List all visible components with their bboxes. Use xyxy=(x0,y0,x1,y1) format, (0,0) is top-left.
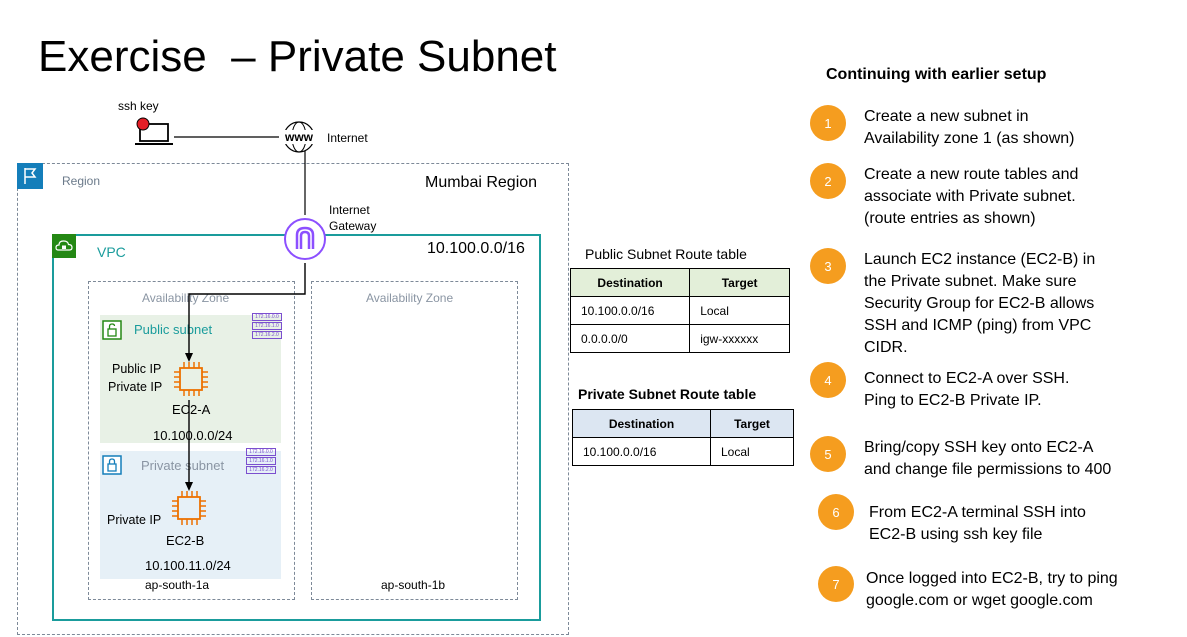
vpc-cidr: 10.100.0.0/16 xyxy=(427,240,525,257)
availability-zone-2 xyxy=(311,281,518,600)
step-text-4: Connect to EC2-A over SSH.Ping to EC2-B … xyxy=(864,370,1070,409)
table-header: Target xyxy=(689,268,790,297)
ec2a-private-ip-label: Private IP xyxy=(108,380,163,394)
az2-label: Availability Zone xyxy=(366,291,454,305)
step-badge-4: 4 xyxy=(810,362,846,398)
mumbai-region-label: Mumbai Region xyxy=(425,174,538,191)
table-header: Target xyxy=(709,409,795,438)
step-badge-3: 3 xyxy=(810,248,846,284)
padlock-icon xyxy=(102,455,122,475)
ec2b-private-ip-label: Private IP xyxy=(107,513,162,527)
step-badge-1: 1 xyxy=(810,105,846,141)
step-badge-2: 2 xyxy=(810,163,846,199)
igw-label-line2: Gateway xyxy=(329,219,377,233)
az2-name: ap-south-1b xyxy=(381,578,446,592)
table-header: Destination xyxy=(569,268,691,297)
flag-icon xyxy=(17,163,43,189)
step-badge-6: 6 xyxy=(818,494,854,530)
internet-label: Internet xyxy=(327,131,368,145)
private-subnet xyxy=(100,451,281,579)
internet-gateway-icon xyxy=(283,215,327,263)
step-badge-5: 5 xyxy=(810,436,846,472)
region-label: Region xyxy=(62,174,101,188)
route-table-icon: 172.16.0.0 172.16.1.0 172.16.2.0 xyxy=(246,448,276,474)
ec2a-public-ip-label: Public IP xyxy=(112,362,162,376)
public-subnet-cidr: 10.100.0.0/24 xyxy=(153,428,233,443)
laptop-icon xyxy=(134,117,174,149)
region-container xyxy=(17,163,569,635)
public-route-table-title: Public Subnet Route table xyxy=(585,246,747,262)
public-subnet xyxy=(100,315,281,443)
vpc-label: VPC xyxy=(97,244,126,260)
steps-heading: Continuing with earlier setup xyxy=(826,66,1047,83)
private-route-table-title: Private Subnet Route table xyxy=(578,386,757,402)
public-subnet-label: Public subnet xyxy=(134,322,213,337)
availability-zone-1 xyxy=(88,281,295,600)
www-label: www xyxy=(279,130,319,144)
ec2-chip-icon xyxy=(171,490,207,526)
private-subnet-label: Private subnet xyxy=(141,458,225,473)
table-header: Destination xyxy=(572,409,711,438)
az1-name: ap-south-1a xyxy=(145,578,210,592)
step-badge-7: 7 xyxy=(818,566,854,602)
cloud-lock-icon xyxy=(52,234,76,258)
route-table-icon: 172.16.0.0 172.16.1.0 172.16.2.0 xyxy=(252,313,282,339)
ec2-chip-icon xyxy=(173,361,209,397)
ec2b-name: EC2-B xyxy=(166,533,205,548)
unlocked-padlock-icon xyxy=(102,320,122,340)
igw-label-line1: Internet xyxy=(329,203,370,217)
private-subnet-cidr: 10.100.11.0/24 xyxy=(145,558,231,573)
ec2a-name: EC2-A xyxy=(172,402,211,417)
ssh-key-label: ssh key xyxy=(118,99,159,113)
page-title: Exercise – Private Subnet xyxy=(38,32,557,81)
